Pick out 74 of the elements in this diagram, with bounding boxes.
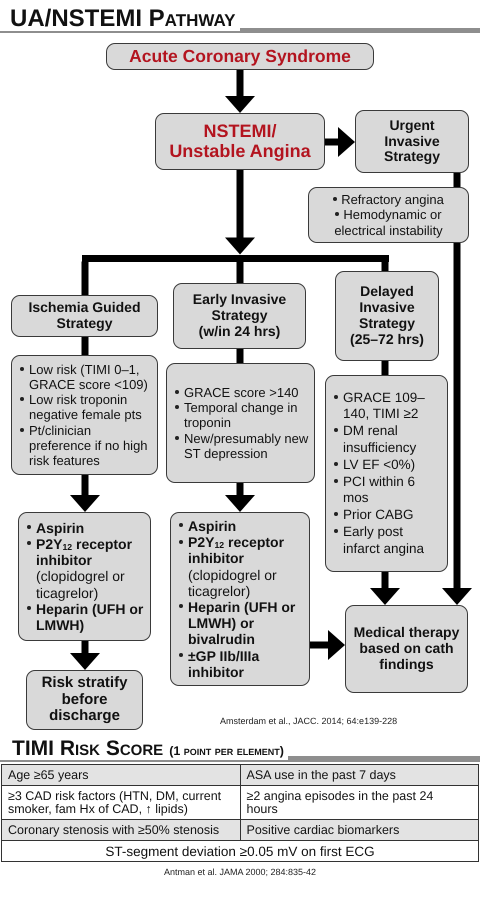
connector-line [236, 262, 244, 283]
box-label: Acute Coronary Syndrome [128, 46, 352, 66]
arrow [310, 630, 345, 660]
junction-bar [82, 254, 388, 262]
process-box [345, 605, 468, 693]
process-box [18, 512, 151, 641]
bullet-item: Hemodynamic or electrical instability [312, 207, 465, 238]
process-box [173, 283, 306, 349]
bullet-item: Heparin (UFH or LMWH) or bivalrudin [176, 599, 304, 648]
citation: Antman et al. JAMA 2000; 284:835-42 [162, 867, 318, 877]
table-cell: Coronary stenosis with ≥50% stenosis [2, 820, 240, 841]
connector-line [382, 262, 388, 271]
arrow [225, 170, 255, 254]
bullet-item: Low risk troponin negative female pts [17, 392, 152, 423]
process-box [170, 512, 310, 686]
bullet-item: New/presumably new ST depression [172, 430, 309, 461]
table-cell: Positive cardiac biomarkers [240, 820, 479, 841]
bullet-item: Prior CABG [331, 507, 442, 524]
bullet-item: P2Y$_{12}$ receptor inhibitor (clopidogrel or ticagrelor) [176, 534, 304, 599]
bullet-item: ±GP IIb/IIIa inhibitor [176, 648, 304, 680]
process-box [11, 355, 158, 475]
connector-line [82, 262, 88, 295]
process-box [308, 187, 469, 243]
table-cell: ST-segment deviation ≥0.05 mV on first ECG [2, 841, 479, 862]
process-box [26, 670, 143, 730]
bullet-item: Aspirin [24, 520, 145, 536]
table-cell: ≥3 CAD risk factors (HTN, DM, current smoker, fam Hx of CAD, ↑ lipids) [2, 786, 240, 820]
box-label: NSTEMI/ Unstable Angina [168, 122, 312, 162]
arrow [442, 243, 472, 605]
bullet-item: Low risk (TIMI 0–1, GRACE score <109) [17, 362, 152, 392]
bullet-item: LV EF <0%) [331, 456, 442, 474]
box-label: Delayed Invasive Strategy [358, 284, 416, 332]
arrow [225, 483, 255, 512]
bullet-item: Early post infarct angina [331, 524, 442, 558]
arrow [370, 572, 400, 605]
connector-line [82, 337, 88, 355]
process-box [166, 363, 315, 483]
bullet-item: PCI within 6 mos [331, 474, 442, 508]
box-label: Early Invasive Strategy [192, 292, 288, 324]
bullet-item: Heparin (UFH or LMWH) [24, 600, 145, 634]
bullet-item: Pt/clinician preference if no high risk features [17, 422, 152, 468]
connector-line [382, 361, 388, 375]
arrow [70, 475, 100, 512]
bullet-item: DM renal insufficiency [331, 423, 442, 457]
bullet-item: GRACE 109–140, TIMI ≥2 [331, 390, 442, 424]
box-label: Ischemia Guided Strategy [27, 300, 142, 332]
process-box [11, 295, 158, 337]
box-label: Medical therapy based on cath findings [352, 625, 460, 673]
heading-note: (1 point per element) [169, 744, 284, 758]
section-heading: TIMI Risk Score [12, 737, 164, 761]
box-sublabel: (25–72 hrs) [349, 332, 425, 348]
process-box [155, 113, 325, 170]
process-box [335, 271, 439, 361]
connector-line [454, 173, 460, 187]
process-box [106, 43, 374, 70]
table-cell: Age ≥65 years [2, 765, 240, 786]
bullet-item: GRACE score >140 [172, 384, 309, 400]
table-cell: ASA use in the past 7 days [240, 765, 479, 786]
box-label: Risk stratify before discharge [40, 674, 128, 726]
page-title: UA/NSTEMI Pathway [10, 5, 236, 33]
process-box [355, 110, 469, 173]
bullet-item: Aspirin [176, 518, 304, 534]
citation: Amsterdam et al., JACC. 2014; 64:e139-228 [220, 716, 398, 726]
box-sublabel: (w/in 24 hrs) [198, 324, 282, 340]
bullet-item: Temporal change in troponin [172, 400, 309, 431]
table-cell: ≥2 angina episodes in the past 24 hours [240, 786, 479, 820]
bullet-item: Refractory angina [312, 192, 465, 208]
arrow [70, 641, 100, 670]
connector-line [236, 349, 244, 363]
box-label: Urgent Invasive Strategy [382, 118, 442, 166]
arrow [225, 70, 255, 113]
bullet-item: P2Y$_{12}$ receptor inhibitor (clopidogrel or ticagrelor) [24, 536, 145, 601]
process-box [325, 375, 448, 572]
arrow [325, 127, 355, 157]
